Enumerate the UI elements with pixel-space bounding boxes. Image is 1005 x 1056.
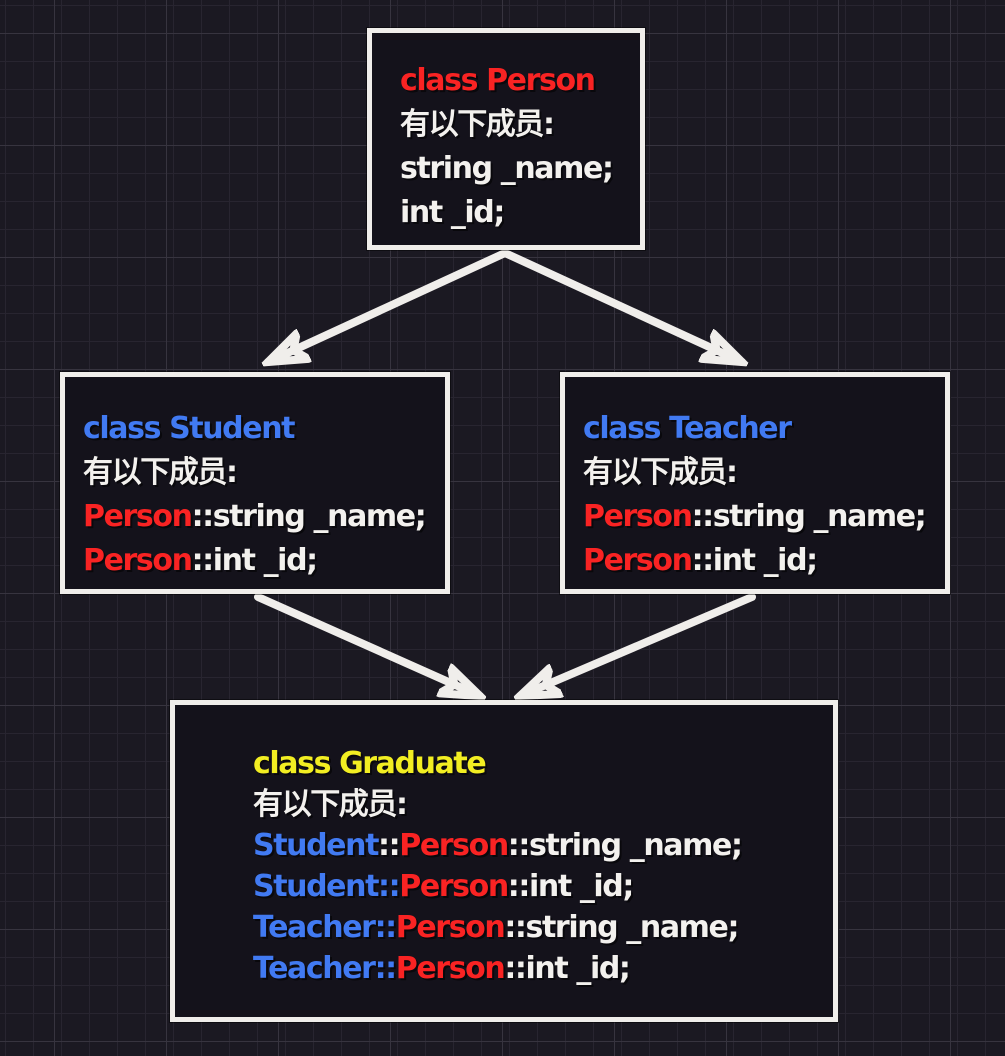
code-segment: ::: [378, 869, 401, 904]
code-segment: 有以下成员:: [83, 455, 238, 490]
member-line: 有以下成员:: [253, 784, 827, 825]
code-segment: Person: [583, 499, 693, 534]
class-title-line: class Teacher: [583, 407, 939, 451]
code-segment: ::string _name;: [691, 499, 927, 534]
member-line: Person::int _id;: [83, 539, 439, 583]
code-segment: ::int _id;: [691, 543, 819, 578]
code-segment: ::string _name;: [504, 910, 739, 945]
code-segment: ::int _id;: [191, 543, 319, 578]
code-segment: class Graduate: [253, 746, 487, 781]
code-segment: Student: [253, 869, 379, 904]
code-segment: Person: [583, 543, 693, 578]
member-line: 有以下成员:: [400, 103, 632, 147]
member-line: Person::string _name;: [83, 495, 439, 539]
member-line: Teacher::Person::int _id;: [253, 948, 827, 989]
code-segment: string _name;: [400, 151, 614, 186]
code-segment: class Student: [83, 411, 295, 446]
member-line: Student::Person::string _name;: [253, 825, 827, 866]
member-line: Person::string _name;: [583, 495, 939, 539]
code-segment: Student: [253, 828, 379, 863]
member-line: Teacher::Person::string _name;: [253, 907, 827, 948]
member-line: int _id;: [400, 191, 632, 235]
arrow-teacher-to-graduate: [520, 593, 756, 696]
code-segment: Teacher: [253, 951, 376, 986]
class-title-line: class Graduate: [253, 743, 827, 784]
arrow-student-to-graduate: [254, 593, 480, 696]
code-segment: ::string _name;: [507, 828, 743, 863]
code-segment: Person: [399, 869, 509, 904]
code-segment: ::: [378, 828, 401, 863]
class-title-line: class Person: [400, 59, 632, 103]
code-segment: Person: [399, 828, 509, 863]
arrow-person-to-student: [268, 249, 509, 362]
code-segment: Person: [395, 951, 506, 986]
member-line: 有以下成员:: [83, 451, 439, 495]
code-segment: Person: [395, 910, 506, 945]
member-line: Person::int _id;: [583, 539, 939, 583]
code-segment: 有以下成员:: [253, 787, 408, 822]
member-line: Student::Person::int _id;: [253, 866, 827, 907]
member-line: string _name;: [400, 147, 632, 191]
code-segment: ::: [374, 951, 398, 986]
code-segment: 有以下成员:: [583, 455, 738, 490]
code-segment: ::int _id;: [504, 951, 631, 986]
code-segment: Teacher: [253, 910, 376, 945]
class-title-line: class Student: [83, 407, 439, 451]
code-segment: 有以下成员:: [400, 107, 555, 142]
code-segment: int _id;: [400, 195, 505, 230]
code-segment: class Person: [400, 63, 596, 98]
code-segment: ::string _name;: [191, 499, 427, 534]
code-segment: class Teacher: [583, 411, 792, 446]
code-segment: ::int _id;: [507, 869, 635, 904]
member-line: 有以下成员:: [583, 451, 939, 495]
arrow-person-to-teacher: [501, 249, 742, 362]
code-segment: Person: [83, 499, 193, 534]
class-box-person: class Person 有以下成员: string _name;int _id;: [367, 28, 645, 250]
code-segment: Person: [83, 543, 193, 578]
code-segment: ::: [374, 910, 398, 945]
